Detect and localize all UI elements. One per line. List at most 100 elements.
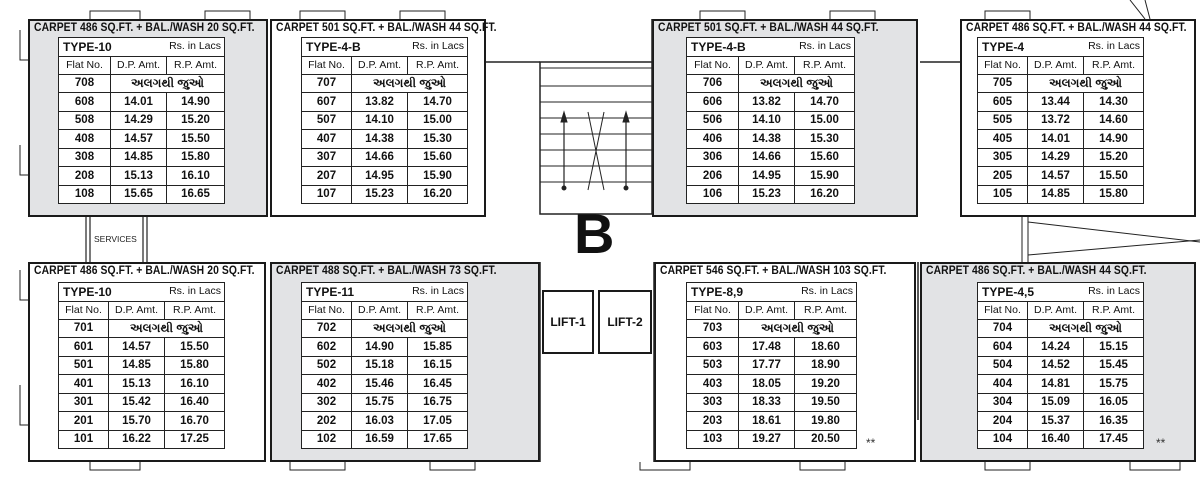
carpet-label: CARPET 486 SQ.FT. + BAL./WASH 44 SQ.FT.: [926, 265, 1147, 277]
rp-amount: 14.90: [166, 92, 225, 112]
column-header: R.P. Amt.: [166, 55, 225, 75]
lift-1: LIFT-1: [542, 290, 594, 354]
currency-label: Rs. in Lacs: [169, 284, 221, 297]
column-header: D.P. Amt.: [110, 55, 167, 75]
see-separately-note: અલગથી જુઓ: [351, 73, 468, 93]
currency-label: Rs. in Lacs: [412, 284, 464, 297]
column-header: Flat No.: [977, 300, 1028, 320]
lift-2: LIFT-2: [598, 290, 652, 354]
footnote-stars: **: [1156, 436, 1166, 450]
dp-amount: 14.10: [351, 110, 408, 130]
rp-amount: 16.15: [407, 355, 468, 375]
carpet-label: CARPET 488 SQ.FT. + BAL./WASH 73 SQ.FT.: [276, 265, 497, 277]
flat-number: 102: [301, 429, 352, 449]
flat-number: 104: [977, 429, 1028, 449]
type-name: TYPE-4,5: [982, 284, 1035, 299]
rp-amount: 14.30: [1083, 92, 1144, 112]
dp-amount: 14.38: [351, 129, 408, 149]
flat-number: 103: [686, 429, 739, 449]
flat-number: 606: [686, 92, 739, 112]
see-separately-note: અલગથી જુઓ: [351, 318, 468, 338]
column-header: Flat No.: [301, 55, 352, 75]
rp-amount: 15.15: [1083, 337, 1144, 357]
dp-amount: 15.23: [738, 184, 795, 204]
dp-amount: 14.38: [738, 129, 795, 149]
flat-number: 402: [301, 374, 352, 394]
see-separately-note: અલગથી જુઓ: [738, 73, 855, 93]
dp-amount: 16.40: [1027, 429, 1084, 449]
flat-number: 406: [686, 129, 739, 149]
column-header: D.P. Amt.: [1027, 300, 1084, 320]
currency-label: Rs. in Lacs: [169, 39, 221, 52]
rp-amount: 15.80: [1083, 184, 1144, 204]
dp-amount: 14.66: [738, 147, 795, 167]
currency-label: Rs. in Lacs: [799, 39, 851, 52]
rp-amount: 17.45: [1083, 429, 1144, 449]
dp-amount: 15.18: [351, 355, 408, 375]
type-name: TYPE-11: [306, 284, 355, 299]
rp-amount: 15.00: [794, 110, 855, 130]
carpet-label: CARPET 486 SQ.FT. + BAL./WASH 20 SQ.FT.: [34, 22, 255, 34]
dp-amount: 13.72: [1027, 110, 1084, 130]
type-name: TYPE-4: [982, 39, 1025, 54]
see-separately-note: અલગથી જુઓ: [1027, 73, 1144, 93]
flat-number: 405: [977, 129, 1028, 149]
dp-amount: 14.10: [738, 110, 795, 130]
flat-number: 204: [977, 411, 1028, 431]
footnote-stars: **: [866, 436, 876, 450]
flat-number: 702: [301, 318, 352, 338]
rp-amount: 16.45: [407, 374, 468, 394]
column-header: D.P. Amt.: [738, 300, 795, 320]
flat-number: 607: [301, 92, 352, 112]
column-header: Flat No.: [301, 300, 352, 320]
rp-amount: 14.90: [1083, 129, 1144, 149]
rp-amount: 16.10: [164, 374, 225, 394]
rp-amount: 16.20: [794, 184, 855, 204]
dp-amount: 16.03: [351, 411, 408, 431]
flat-number: 403: [686, 374, 739, 394]
flat-number: 508: [58, 110, 111, 130]
carpet-label: CARPET 546 SQ.FT. + BAL./WASH 103 SQ.FT.: [660, 265, 887, 277]
dp-amount: 14.52: [1027, 355, 1084, 375]
rp-amount: 15.50: [166, 129, 225, 149]
flat-number: 106: [686, 184, 739, 204]
flat-number: 504: [977, 355, 1028, 375]
rp-amount: 17.05: [407, 411, 468, 431]
dp-amount: 15.13: [110, 166, 167, 186]
flat-number: 706: [686, 73, 739, 93]
rp-amount: 16.05: [1083, 392, 1144, 412]
column-header: R.P. Amt.: [794, 55, 855, 75]
flat-number: 604: [977, 337, 1028, 357]
dp-amount: 15.13: [108, 374, 165, 394]
rp-amount: 17.65: [407, 429, 468, 449]
flat-number: 206: [686, 166, 739, 186]
dp-amount: 14.57: [108, 337, 165, 357]
dp-amount: 14.57: [110, 129, 167, 149]
see-separately-note: અલગથી જુઓ: [1027, 318, 1144, 338]
currency-label: Rs. in Lacs: [801, 284, 853, 297]
rp-amount: 15.20: [166, 110, 225, 130]
